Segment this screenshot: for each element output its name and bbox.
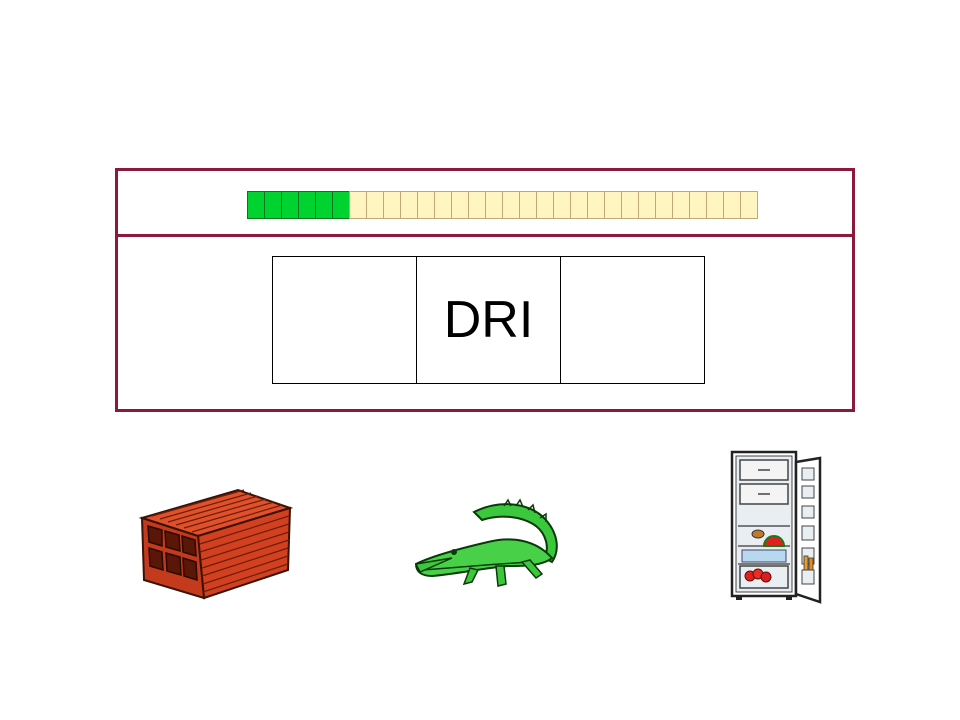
- progress-segment: [247, 191, 265, 219]
- progress-segment: [298, 191, 316, 219]
- word-slots: DRI: [272, 256, 705, 384]
- progress-segment: [434, 191, 452, 219]
- progress-segment: [281, 191, 299, 219]
- progress-segment: [655, 191, 673, 219]
- progress-segment: [519, 191, 537, 219]
- progress-segment: [366, 191, 384, 219]
- progress-segment: [553, 191, 571, 219]
- progress-segment: [502, 191, 520, 219]
- progress-segment: [451, 191, 469, 219]
- game-board: DRI: [115, 168, 855, 412]
- word-slot-3[interactable]: [560, 256, 705, 384]
- fridge-choice[interactable]: [728, 448, 824, 606]
- progress-segment: [332, 191, 350, 219]
- progress-segment: [604, 191, 622, 219]
- progress-segment: [672, 191, 690, 219]
- progress-segment: [417, 191, 435, 219]
- crocodile-choice[interactable]: [412, 498, 564, 590]
- progress-segment: [264, 191, 282, 219]
- brick-choice[interactable]: [138, 488, 294, 600]
- progress-segment: [706, 191, 724, 219]
- word-slot-2[interactable]: DRI: [416, 256, 561, 384]
- progress-segment: [349, 191, 367, 219]
- progress-segment: [383, 191, 401, 219]
- progress-segment: [536, 191, 554, 219]
- progress-segment: [740, 191, 758, 219]
- progress-area: [118, 171, 852, 237]
- progress-segment: [638, 191, 656, 219]
- progress-segment: [400, 191, 418, 219]
- fridge-icon: [730, 450, 822, 604]
- brick-icon: [138, 488, 294, 600]
- progress-segment: [570, 191, 588, 219]
- progress-segment: [587, 191, 605, 219]
- crocodile-icon: [414, 498, 558, 587]
- progress-segment: [621, 191, 639, 219]
- progress-segment: [723, 191, 741, 219]
- progress-segment: [468, 191, 486, 219]
- progress-segment: [315, 191, 333, 219]
- progress-segment: [485, 191, 503, 219]
- progress-segment: [689, 191, 707, 219]
- word-slot-1[interactable]: [272, 256, 417, 384]
- progress-bar: [247, 191, 758, 219]
